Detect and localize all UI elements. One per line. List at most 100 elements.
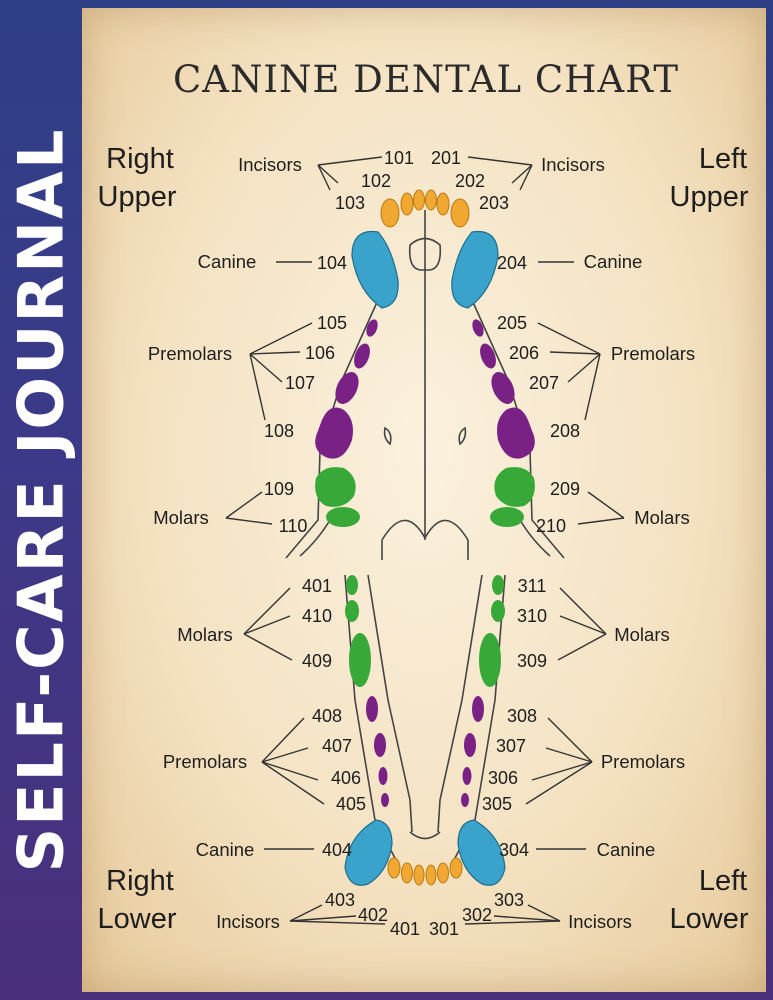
- tooth-402: [401, 862, 413, 884]
- label-canine-lower-left: Canine: [597, 839, 656, 860]
- cover-spine: SELF-CARE JOURNAL: [0, 0, 82, 1000]
- tooth-404: [344, 819, 393, 886]
- lower-canines: [344, 819, 506, 886]
- tooth-number-310: 310: [517, 606, 547, 626]
- tooth-307: [464, 733, 476, 757]
- tooth-number-408: 408: [312, 706, 342, 726]
- tooth-number-102: 102: [361, 171, 391, 191]
- label-canine-upper-right: Canine: [198, 251, 257, 272]
- tooth-number-110: 110: [279, 516, 308, 536]
- tooth-number-409: 409: [302, 651, 332, 671]
- quadrant-right-lower-line2: Lower: [98, 903, 177, 935]
- tooth-number-202: 202: [455, 171, 485, 191]
- tooth-209: [494, 467, 535, 507]
- tooth-304: [457, 819, 506, 886]
- lower-molars: [345, 575, 505, 687]
- tooth-number-303: 303: [494, 890, 524, 910]
- quadrant-right-upper-line2: Upper: [98, 181, 177, 213]
- tooth-210: [490, 507, 524, 527]
- tooth-103: [380, 198, 400, 228]
- tooth-number-103: 103: [335, 193, 365, 213]
- tooth-number-306: 306: [488, 768, 518, 788]
- tooth-308: [472, 696, 484, 722]
- tooth-302: [437, 862, 449, 884]
- tooth-number-206: 206: [509, 343, 539, 363]
- tooth-number-108: 108: [264, 421, 294, 441]
- quadrant-right-upper-line1: Right: [106, 143, 174, 175]
- lower-incisors: [387, 857, 463, 886]
- label-incisors-upper-right: Incisors: [238, 154, 302, 175]
- tooth-number-307: 307: [496, 736, 526, 756]
- tooth-206: [480, 343, 496, 369]
- tooth-107: [335, 372, 359, 404]
- tooth-number-101: 101: [384, 148, 414, 168]
- label-premolars-upper-left: Premolars: [611, 343, 695, 364]
- tooth-406: [378, 767, 388, 785]
- label-incisors-lower-right: Incisors: [216, 911, 280, 932]
- tooth-number-308: 308: [507, 706, 537, 726]
- tooth-104: [351, 230, 399, 309]
- tooth-number-209: 209: [550, 479, 580, 499]
- tooth-309: [479, 633, 501, 687]
- tooth-310: [491, 600, 505, 622]
- label-incisors-upper-left: Incisors: [541, 154, 605, 175]
- tooth-number-109: 109: [264, 479, 294, 499]
- tooth-number-410: 410: [302, 606, 332, 626]
- upper-molars: [315, 467, 535, 527]
- tooth-408: [366, 696, 378, 722]
- label-incisors-lower-left: Incisors: [568, 911, 632, 932]
- tooth-number-208: 208: [550, 421, 580, 441]
- tooth-311: [492, 575, 504, 595]
- tooth-301: [425, 864, 437, 886]
- lower-premolars: [366, 696, 484, 807]
- tooth-number-403: 403: [325, 890, 355, 910]
- tooth-number-203: 203: [479, 193, 509, 213]
- tooth-number-401-incisor: 401: [390, 919, 420, 939]
- tooth-number-404: 404: [322, 840, 352, 860]
- tooth-202: [436, 192, 450, 216]
- tooth-207: [491, 372, 515, 404]
- tooth-number-401-molar: 401: [302, 576, 332, 596]
- tooth-109: [315, 467, 356, 507]
- tooth-number-105: 105: [317, 313, 347, 333]
- tooth-number-107: 107: [285, 373, 315, 393]
- tooth-305: [461, 793, 469, 807]
- quadrant-left-lower-line1: Left: [699, 865, 747, 897]
- tooth-number-104: 104: [317, 253, 347, 273]
- tooth-410: [345, 600, 359, 622]
- tooth-number-406: 406: [331, 768, 361, 788]
- label-molars-upper-right: Molars: [153, 507, 209, 528]
- tooth-405: [381, 793, 389, 807]
- tooth-303: [449, 857, 463, 879]
- tooth-number-106: 106: [305, 343, 335, 363]
- label-molars-lower-right: Molars: [177, 624, 233, 645]
- tooth-number-304: 304: [499, 840, 529, 860]
- journal-title: SELF-CARE JOURNAL: [4, 127, 78, 873]
- tooth-number-201: 201: [431, 148, 461, 168]
- label-molars-upper-left: Molars: [634, 507, 690, 528]
- tooth-102: [400, 192, 414, 216]
- tooth-number-402: 402: [358, 905, 388, 925]
- tooth-105: [366, 319, 378, 337]
- quadrant-left-upper-line2: Upper: [670, 181, 749, 213]
- tooth-403: [387, 857, 401, 879]
- tooth-106: [354, 343, 370, 369]
- chart-title: CANINE DENTAL CHART: [173, 58, 679, 101]
- tooth-108: [315, 407, 353, 459]
- tooth-number-311: 311: [518, 576, 547, 596]
- label-premolars-lower-left: Premolars: [601, 751, 685, 772]
- quadrant-left-upper-line1: Left: [699, 143, 747, 175]
- tooth-number-309: 309: [517, 651, 547, 671]
- tooth-409: [349, 633, 371, 687]
- tooth-101: [413, 189, 425, 211]
- tooth-number-405: 405: [336, 794, 366, 814]
- skull-outline: [285, 210, 565, 859]
- upper-premolars: [315, 319, 535, 459]
- tooth-110: [326, 507, 360, 527]
- tooth-number-305: 305: [482, 794, 512, 814]
- tooth-number-207: 207: [529, 373, 559, 393]
- upper-incisors: [380, 189, 470, 228]
- quadrant-right-lower-line1: Right: [106, 865, 174, 897]
- dental-chart-panel: CANINE DENTAL CHART Right Upper Left Upp…: [82, 8, 766, 992]
